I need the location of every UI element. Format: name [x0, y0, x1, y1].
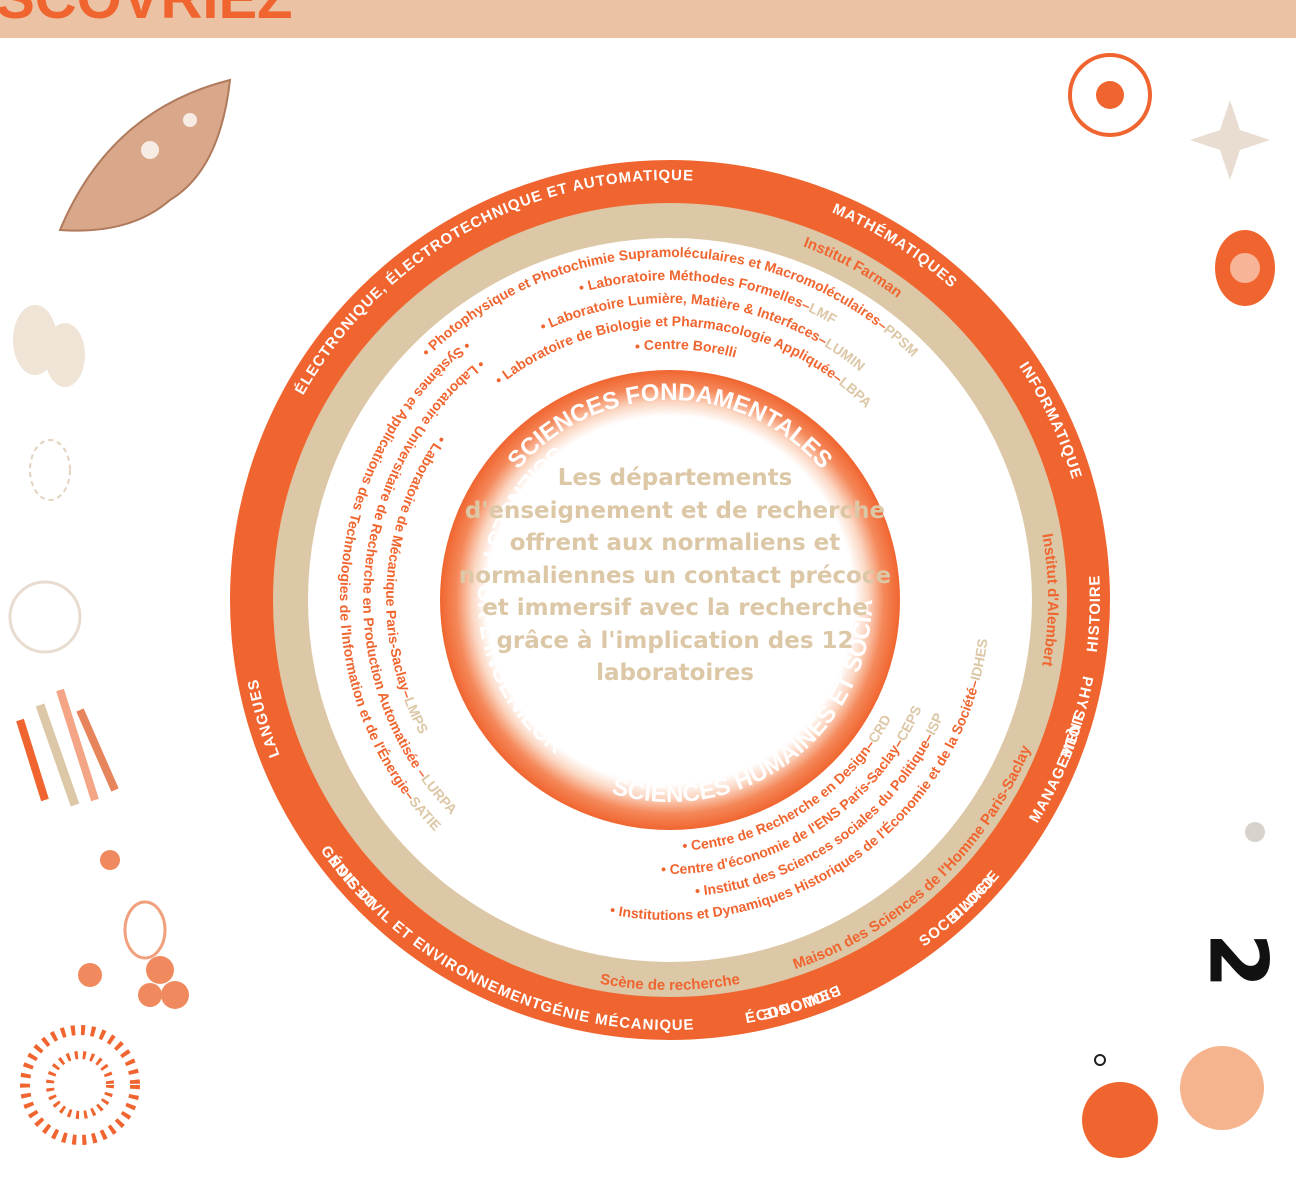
institute-label-alembert: Institut d'Alembert — [1038, 532, 1061, 668]
basketball-icon — [1180, 1046, 1264, 1130]
star-icon — [1190, 100, 1270, 180]
bee-icon — [123, 900, 167, 960]
page-number: 2 — [1191, 932, 1285, 989]
eye-icon — [1215, 230, 1275, 306]
header-band — [0, 0, 1296, 38]
dept-label-histoire: HISTOIRE — [1084, 574, 1104, 653]
inner-pole-ring — [440, 370, 900, 830]
hexagons-icon — [78, 850, 189, 1009]
moth-illustration — [58, 78, 232, 232]
footprints-icon — [13, 305, 85, 501]
header-title: ISCOVRIEZ — [0, 0, 293, 31]
soccer-ball-icon — [1068, 53, 1152, 137]
ball-icon — [8, 580, 82, 654]
ping-pong-paddle-icon — [1082, 1054, 1158, 1158]
stripes-icon — [16, 688, 119, 807]
institute-label-scene: Scène de recherche — [599, 971, 741, 994]
burst-icon — [20, 1025, 140, 1145]
center-description: Les départements d'enseignement et de re… — [458, 465, 892, 686]
die-icon — [1245, 822, 1265, 842]
